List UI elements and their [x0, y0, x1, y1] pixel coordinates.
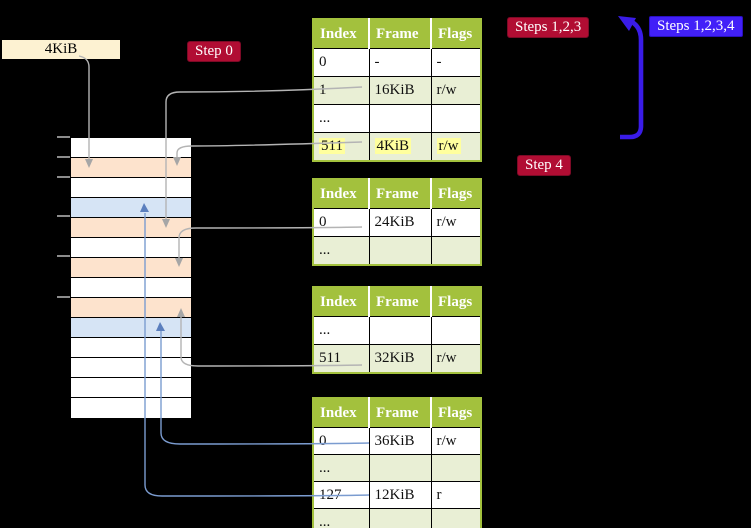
index-cell: ...	[312, 454, 370, 482]
column-header: Flags	[431, 19, 481, 49]
memory-tick	[57, 176, 70, 178]
column-header: Index	[313, 179, 370, 209]
memory-frame-row	[71, 338, 191, 358]
table-row: ...	[312, 104, 482, 133]
frame-cell: 24KiB	[368, 208, 432, 237]
memory-frame-row	[71, 198, 191, 218]
index-cell: ...	[312, 508, 370, 528]
memory-frame-row	[71, 278, 191, 298]
table-row: ...	[312, 454, 482, 482]
frame-cell: 12KiB	[368, 481, 432, 509]
memory-frame-row	[71, 378, 191, 398]
frame-cell	[368, 236, 432, 266]
flags-cell: r/w	[430, 76, 482, 105]
memory-frame-row	[71, 258, 191, 278]
column-header: Index	[313, 398, 370, 428]
memory-frame-row	[71, 318, 191, 338]
flags-cell: -	[430, 48, 482, 77]
index-cell: ...	[312, 316, 370, 345]
memory-frame-row	[71, 158, 191, 178]
column-header: Frame	[369, 19, 432, 49]
frame-cell: 16KiB	[368, 76, 432, 105]
column-header: Flags	[431, 398, 481, 428]
flags-cell: r/w	[430, 427, 482, 455]
flags-cell	[430, 236, 482, 266]
column-header: Frame	[369, 179, 432, 209]
frame-cell: 4KiB	[368, 132, 432, 162]
index-cell: 511	[312, 344, 370, 374]
index-cell: 127	[312, 481, 370, 509]
flags-cell: r/w	[430, 344, 482, 374]
column-header: Flags	[431, 287, 481, 317]
memory-frame-row	[71, 358, 191, 378]
table-row: ...	[312, 236, 482, 266]
memory-tick	[57, 255, 70, 257]
frame-cell	[368, 508, 432, 528]
frame-cell	[368, 104, 432, 133]
frame-cell: 32KiB	[368, 344, 432, 374]
steps1234-badge: Steps 1,2,3,4	[649, 16, 743, 37]
memory-frame-row	[71, 238, 191, 258]
index-cell: 511	[312, 132, 370, 162]
column-header: Frame	[369, 287, 432, 317]
flags-cell: r/w	[430, 132, 482, 162]
flags-cell	[430, 508, 482, 528]
flags-cell: r/w	[430, 208, 482, 237]
memory-frame-row	[71, 218, 191, 238]
step0-badge: Step 0	[187, 41, 241, 62]
frame-cell: -	[368, 48, 432, 77]
frame-cell	[368, 316, 432, 345]
flags-cell	[430, 454, 482, 482]
index-cell: 0	[312, 48, 370, 77]
memory-frame-row	[71, 398, 191, 418]
column-header: Frame	[369, 398, 432, 428]
index-cell: 1	[312, 76, 370, 105]
column-header: Flags	[431, 179, 481, 209]
steps123-badge: Steps 1,2,3	[507, 17, 590, 38]
column-header: Index	[313, 19, 370, 49]
physical-memory-stack	[70, 137, 192, 419]
memory-tick	[57, 136, 70, 138]
memory-frame-row	[71, 138, 191, 158]
frame-cell: 36KiB	[368, 427, 432, 455]
table-row: 0--	[312, 48, 482, 77]
flags-cell: r	[430, 481, 482, 509]
flags-cell	[430, 316, 482, 345]
memory-frame-row	[71, 298, 191, 318]
index-cell: ...	[312, 104, 370, 133]
column-header: Index	[313, 287, 370, 317]
table-row: ...	[312, 508, 482, 528]
flags-cell	[430, 104, 482, 133]
table-row: ...	[312, 316, 482, 345]
step4-badge: Step 4	[517, 155, 571, 176]
memory-tick	[57, 156, 70, 158]
arrowhead-upleft-icon	[618, 16, 636, 31]
memory-frame-row	[71, 178, 191, 198]
memory-tick	[57, 296, 70, 298]
steps-arrow	[620, 18, 644, 140]
index-cell: ...	[312, 236, 370, 266]
frame-cell	[368, 454, 432, 482]
index-cell: 0	[312, 208, 370, 237]
index-cell: 0	[312, 427, 370, 455]
frame-size-label: 4KiB	[2, 40, 120, 59]
memory-tick	[57, 215, 70, 217]
